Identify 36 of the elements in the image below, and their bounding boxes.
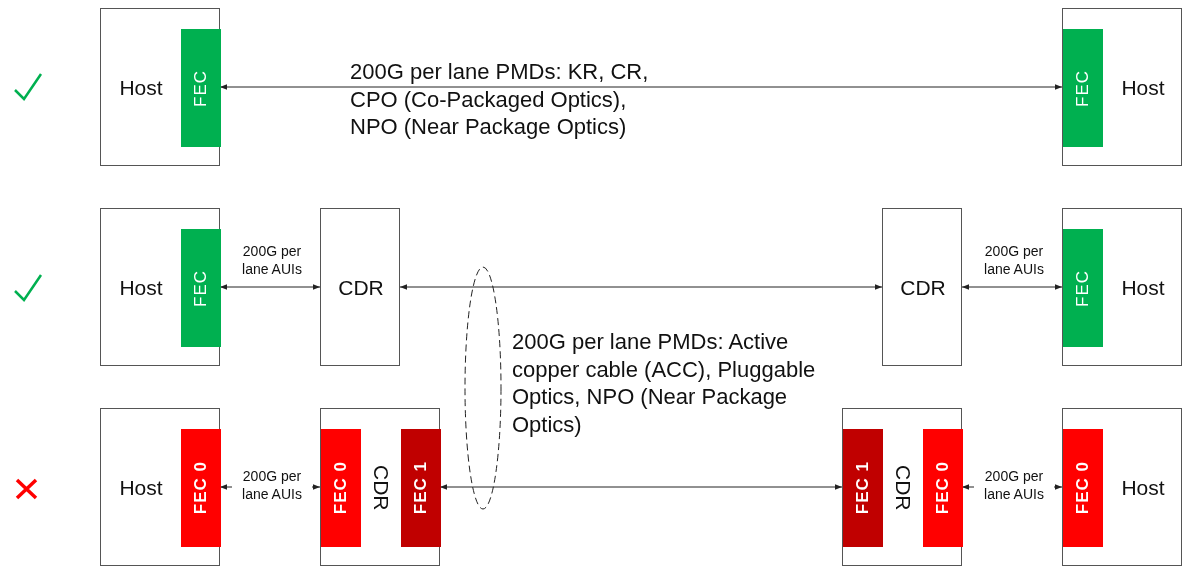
fec-block: FEC 0 (181, 429, 221, 547)
fec-block: FEC 1 (401, 429, 441, 547)
fec-block: FEC 1 (843, 429, 883, 547)
edge-label: 200G per lane AUIs (983, 243, 1045, 278)
fec-block: FEC 0 (321, 429, 361, 547)
double-arrow (399, 284, 883, 290)
box-label: Host (1120, 475, 1166, 501)
host-box (100, 208, 220, 366)
cdr-box (882, 208, 962, 366)
box-label: CDR (337, 275, 385, 301)
box-label: Host (1120, 275, 1166, 301)
box-label: Host (118, 475, 164, 501)
edge-label: 200G per lane AUIs (241, 243, 303, 278)
host-box (1062, 408, 1182, 566)
box-label: CDR (891, 464, 916, 513)
host-box (1062, 208, 1182, 366)
fec-block: FEC (1063, 29, 1103, 147)
host-box (100, 408, 220, 566)
note-text: 200G per lane PMDs: Active copper cable (ACC), Pluggable Optics, NPO (Near Package Optics) (512, 328, 817, 438)
double-arrow (961, 284, 1063, 290)
box-label: Host (118, 275, 164, 301)
box-label: CDR (899, 275, 947, 301)
cdr-box (320, 208, 400, 366)
edge-label: 200G per lane PMDs: KR, CR, CPO (Co-Packaged Optics), NPO (Near Package Optics) (350, 58, 650, 141)
host-box (100, 8, 220, 166)
fec-block: FEC 0 (1063, 429, 1103, 547)
cdr-box (842, 408, 962, 566)
box-label: Host (118, 75, 164, 101)
fec-block: FEC (1063, 229, 1103, 347)
fec-block: FEC (181, 229, 221, 347)
host-box (1062, 8, 1182, 166)
fec-block: FEC (181, 29, 221, 147)
fec-block: FEC 0 (923, 429, 963, 547)
box-label: Host (1120, 75, 1166, 101)
cdr-box (320, 408, 440, 566)
box-label: CDR (369, 464, 394, 513)
